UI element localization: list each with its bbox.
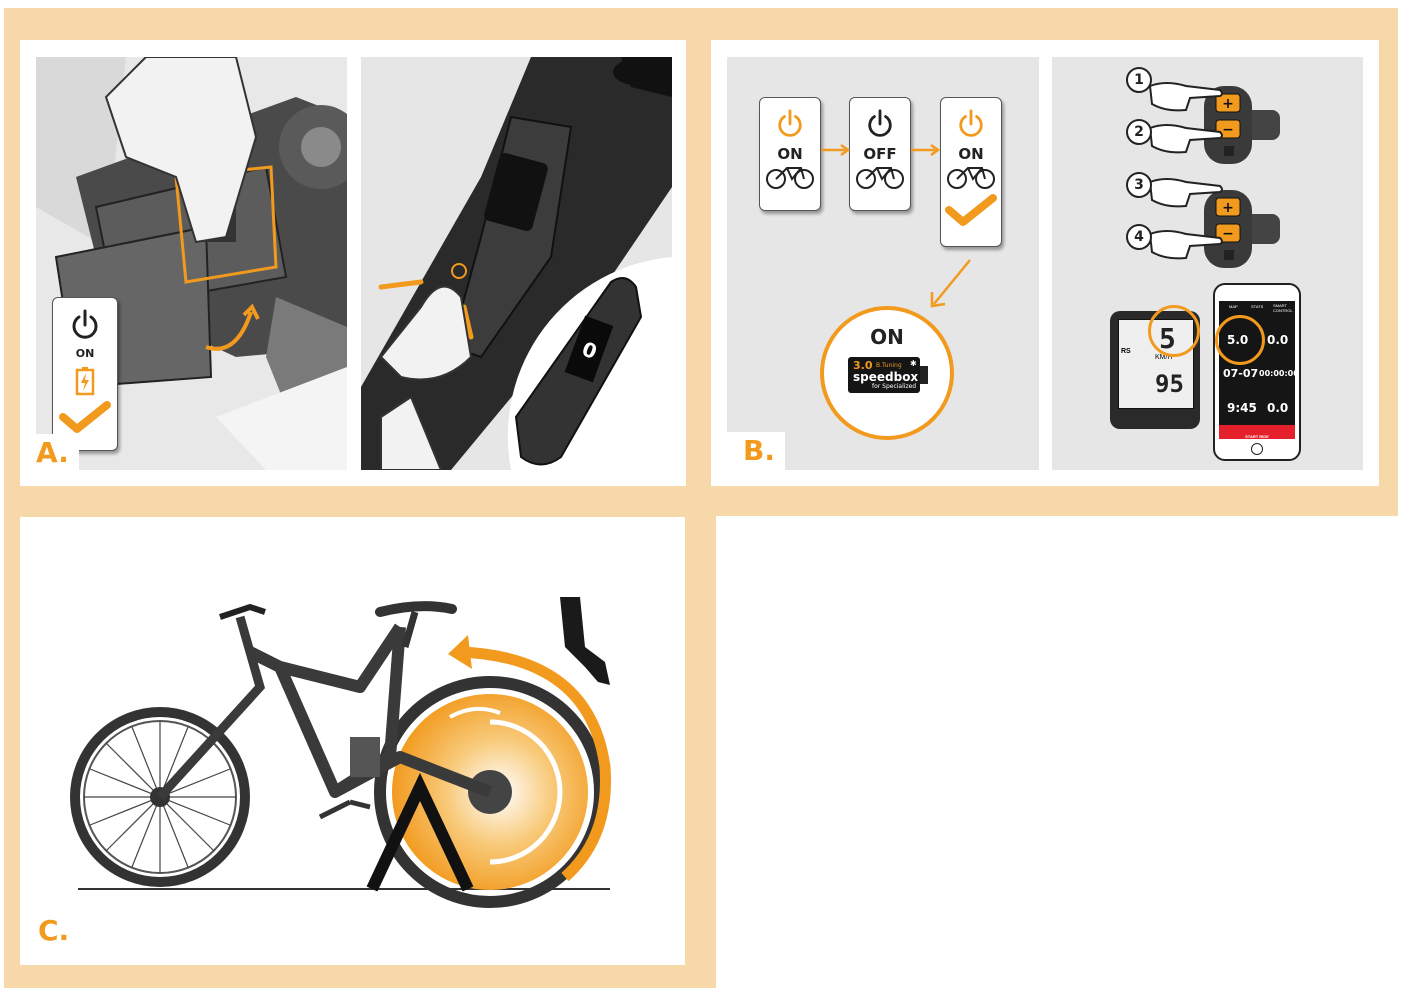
power-icon bbox=[866, 108, 894, 140]
speedbox-for: for Specialized bbox=[872, 383, 916, 390]
power-icon bbox=[957, 108, 985, 140]
phone-start-button[interactable]: START RIDE bbox=[1219, 425, 1295, 439]
step-number-1: 1 bbox=[1126, 67, 1152, 93]
smartphone: MAP STATS SMART CONTROL 5.0 0.0 07-07 00… bbox=[1213, 283, 1301, 461]
step-b-letter: B. bbox=[727, 432, 785, 472]
arrow-right-icon bbox=[909, 140, 941, 160]
toptube-display-illustration: 0 bbox=[361, 57, 672, 470]
phone-value-clock: 9:45 bbox=[1227, 401, 1257, 415]
display-side: RS bbox=[1121, 348, 1131, 355]
speedbox-device: 3.0 B.Tuning ✱ speedbox for Specialized bbox=[848, 357, 920, 393]
speedbox-name: speedbox bbox=[853, 370, 918, 384]
seq-label-2: OFF bbox=[850, 145, 910, 163]
power-icon bbox=[776, 108, 804, 140]
battery-status-card: ON bbox=[52, 297, 118, 451]
speedbox-plug bbox=[920, 366, 928, 384]
phone-tab-map: MAP bbox=[1229, 304, 1238, 309]
phone-tab-stats: STATS bbox=[1251, 304, 1263, 309]
phone-start-label: START RIDE bbox=[1245, 434, 1269, 439]
bike-wheel-spin-illustration bbox=[20, 517, 685, 965]
pointing-hand-icon bbox=[1146, 118, 1226, 158]
power-icon bbox=[70, 308, 100, 342]
seq-card-off: OFF bbox=[849, 97, 911, 211]
bike-icon bbox=[946, 163, 996, 189]
bike-icon bbox=[855, 163, 905, 189]
phone-home-button bbox=[1251, 443, 1263, 455]
pointing-hand-icon bbox=[1146, 224, 1226, 264]
checkmark-icon bbox=[945, 194, 997, 228]
phone-highlight-circle bbox=[1215, 315, 1265, 365]
speedbox-status: ON bbox=[820, 325, 954, 349]
checkmark-icon bbox=[59, 401, 111, 435]
display-big: 95 bbox=[1155, 370, 1184, 398]
phone-value-date: 07-07 bbox=[1223, 367, 1258, 380]
bluetooth-icon: ✱ bbox=[910, 359, 917, 368]
arrow-down-left-icon bbox=[926, 256, 974, 312]
step-number-3: 3 bbox=[1126, 172, 1152, 198]
display-highlight-circle bbox=[1148, 305, 1200, 357]
seq-label-3: ON bbox=[941, 145, 1001, 163]
seq-card-on-2: ON bbox=[940, 97, 1002, 247]
phone-value-time: 00:00:00 bbox=[1259, 369, 1299, 378]
pointing-hand-icon bbox=[1146, 76, 1226, 116]
step-a-letter: A. bbox=[20, 434, 79, 472]
battery-on-label: ON bbox=[53, 347, 117, 360]
battery-charge-icon bbox=[74, 366, 96, 396]
seq-label-1: ON bbox=[760, 145, 820, 163]
bike-icon bbox=[765, 163, 815, 189]
seq-card-on: ON bbox=[759, 97, 821, 211]
phone-tab-smart-control: SMART CONTROL bbox=[1273, 303, 1293, 313]
step-c-letter: C. bbox=[20, 912, 79, 952]
step-number-2: 2 bbox=[1126, 119, 1152, 145]
step-number-4: 4 bbox=[1126, 224, 1152, 250]
arrow-right-icon bbox=[819, 140, 851, 160]
phone-value-extra: 0.0 bbox=[1267, 401, 1288, 415]
phone-value-distance: 0.0 bbox=[1267, 333, 1288, 347]
speedbox-brand: B.Tuning bbox=[876, 362, 902, 369]
pointing-hand-icon bbox=[1146, 172, 1226, 212]
